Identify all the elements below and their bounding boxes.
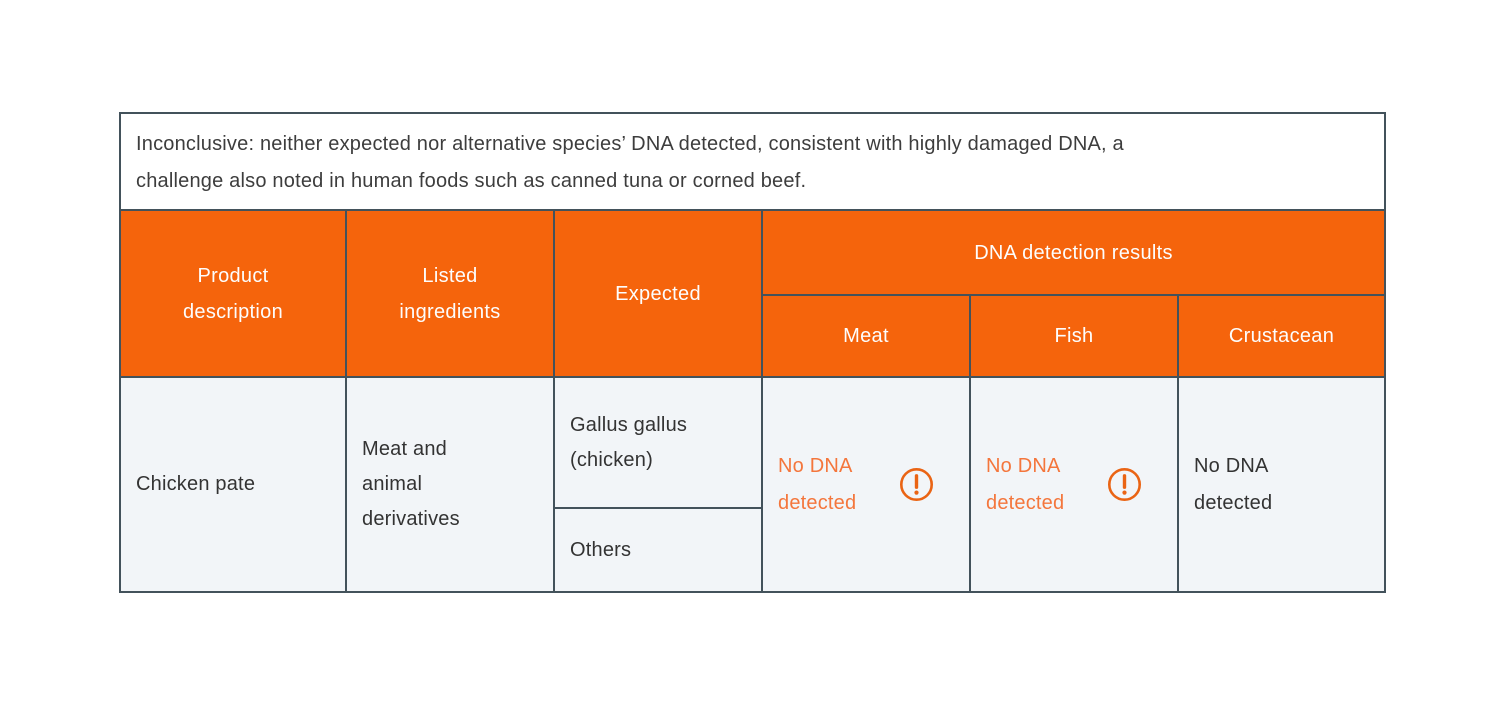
- header-meat-label: Meat: [843, 325, 889, 347]
- fish-result-value: No DNA detected: [986, 454, 1065, 514]
- cell-product-description: Chicken pate: [121, 378, 345, 591]
- header-product-description-label: Product description: [182, 264, 284, 323]
- header-meat: Meat: [763, 296, 969, 376]
- crustacean-result-value: No DNA detected: [1194, 454, 1273, 514]
- cell-fish-result: No DNA detected: [971, 378, 1177, 591]
- note-line-2: challenge also noted in human foods such…: [136, 170, 807, 192]
- header-fish: Fish: [971, 296, 1177, 376]
- header-expected-label: Expected: [615, 282, 701, 305]
- header-dna-detection-results-label: DNA detection results: [974, 241, 1173, 264]
- header-dna-detection-results: DNA detection results: [763, 211, 1384, 294]
- cell-crustacean-result: No DNA detected: [1179, 378, 1384, 591]
- warning-icon: [1108, 468, 1141, 501]
- cell-meat-result: No DNA detected: [763, 378, 969, 591]
- warning-icon: [900, 468, 933, 501]
- meat-result-value: No DNA detected: [778, 454, 857, 514]
- header-product-description: Product description: [121, 211, 345, 376]
- cell-expected-others: Others: [555, 509, 761, 591]
- header-listed-ingredients-label: Listed ingredients: [399, 264, 501, 323]
- header-fish-label: Fish: [1054, 325, 1094, 347]
- cell-expected-species: Gallus gallus (chicken): [555, 378, 761, 507]
- header-crustacean: Crustacean: [1179, 296, 1384, 376]
- note-line-1: Inconclusive: neither expected nor alter…: [136, 133, 1124, 155]
- dna-results-table: Product description Listed ingredients E…: [119, 211, 1386, 593]
- expected-species-value: Gallus gallus (chicken): [570, 413, 688, 471]
- expected-others-value: Others: [570, 538, 632, 561]
- product-description-value: Chicken pate: [136, 473, 256, 495]
- header-listed-ingredients: Listed ingredients: [347, 211, 553, 376]
- inconclusive-note: Inconclusive: neither expected nor alter…: [119, 112, 1386, 211]
- listed-ingredients-value: Meat and animal derivatives: [362, 438, 460, 530]
- cell-listed-ingredients: Meat and animal derivatives: [347, 378, 553, 591]
- header-expected: Expected: [555, 211, 761, 376]
- header-crustacean-label: Crustacean: [1228, 325, 1335, 347]
